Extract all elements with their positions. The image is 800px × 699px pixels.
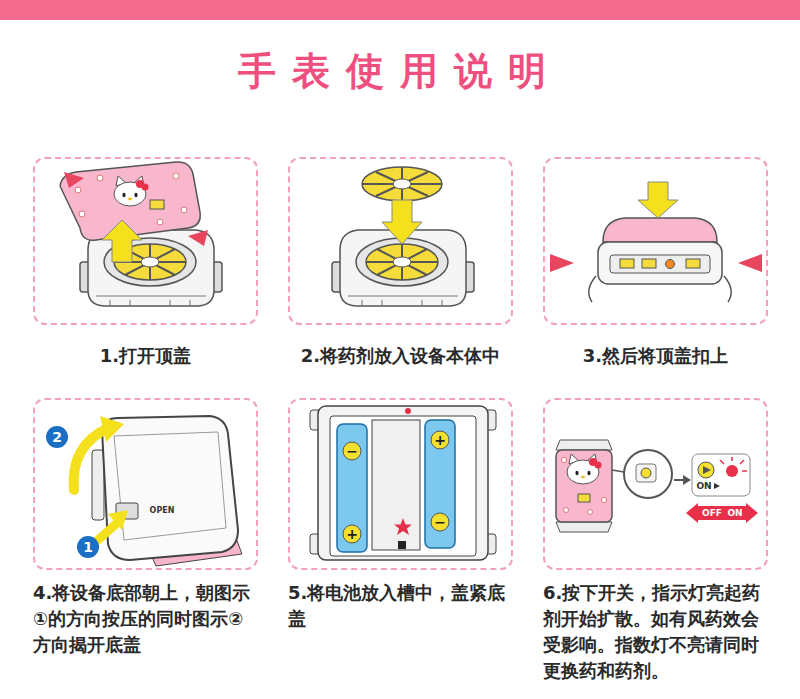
on-mark: ON (727, 509, 742, 518)
polarity-sign: − (434, 515, 446, 529)
open-mark: OPEN (150, 507, 175, 515)
callout-number: 1 (83, 540, 93, 554)
step-panel: 3.然后将顶盖扣上 (543, 157, 768, 370)
switch-on-figure (556, 440, 758, 532)
title: 手表使用说明 (0, 46, 800, 97)
dashed-frame (33, 157, 258, 325)
open-lid-figure (60, 162, 222, 306)
dashed-frame (543, 398, 768, 570)
off-mark: OFF (702, 509, 722, 518)
step-caption: 4.将设备底部朝上，朝图示①的方向按压的同时图示②方向揭开底盖 (33, 580, 251, 658)
open-bottom-figure (46, 416, 242, 566)
close-lid-figure (550, 182, 762, 302)
dashed-frame (288, 157, 513, 325)
step-panel: 2.将药剂放入设备本体中 (288, 157, 513, 370)
step-panel: 4.将设备底部朝上，朝图示①的方向按压的同时图示②方向揭开底盖 (33, 398, 258, 659)
polarity-sign: + (346, 527, 358, 541)
battery-figure (310, 406, 496, 560)
dashed-frame (33, 398, 258, 570)
polarity-sign: + (434, 433, 446, 447)
step-caption: 2.将药剂放入设备本体中 (288, 343, 513, 369)
insert-refill-figure (332, 167, 474, 306)
top-bar (0, 0, 800, 20)
step-caption: 5.将电池放入槽中，盖紧底盖 (288, 580, 506, 632)
dashed-frame (543, 157, 768, 325)
dashed-frame (288, 398, 513, 570)
step-caption: 1.打开顶盖 (33, 343, 258, 369)
step-panel: 6.按下开关，指示灯亮起药剂开始扩散。如有风药效会受影响。指数灯不亮请同时更换药… (543, 398, 768, 685)
step-caption: 6.按下开关，指示灯亮起药剂开始扩散。如有风药效会受影响。指数灯不亮请同时更换药… (543, 580, 761, 684)
step-caption: 3.然后将顶盖扣上 (543, 343, 768, 369)
polarity-sign: − (346, 444, 358, 458)
callout-number: 2 (52, 430, 62, 444)
switch-mark: ON (696, 482, 711, 491)
step-panel: 1.打开顶盖 (33, 157, 258, 370)
step-panel: 5.将电池放入槽中，盖紧底盖 (288, 398, 513, 633)
